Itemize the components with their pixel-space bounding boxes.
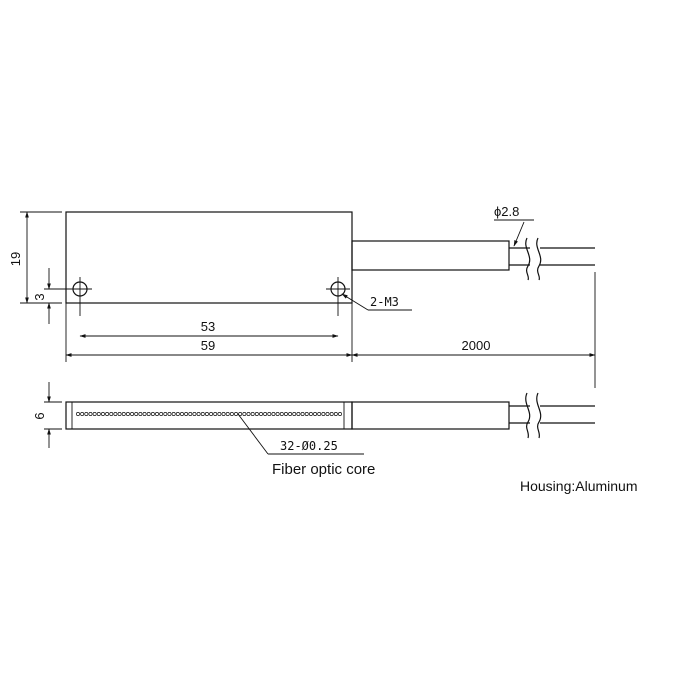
housing-body-side xyxy=(65,401,353,430)
fiber-dot xyxy=(175,412,180,416)
fiber-dot xyxy=(138,412,143,416)
fiber-dot xyxy=(142,412,147,416)
fiber-dot xyxy=(150,412,155,416)
dim-body-length-59: 59 xyxy=(201,338,215,353)
fiber-dot xyxy=(321,412,326,416)
fiber-dot xyxy=(317,412,322,416)
fiber-dot xyxy=(76,412,80,416)
fiber-dot xyxy=(209,412,214,416)
cable-ferrule-side xyxy=(351,401,510,430)
fiber-dot xyxy=(200,412,205,416)
mounting-hole-right xyxy=(326,277,350,316)
fiber-dot xyxy=(96,412,101,416)
side-view: 6 32-Ø0.25 Fiber optic core xyxy=(32,382,595,478)
dim-height-19: 19 xyxy=(8,252,23,266)
fiber-dot xyxy=(296,412,301,416)
fiber-dot xyxy=(325,412,330,416)
fiber-dot xyxy=(217,412,222,416)
label-fiber-core: Fiber optic core xyxy=(272,461,375,478)
label-fiber-count: 32-Ø0.25 xyxy=(280,439,338,453)
fiber-dot xyxy=(288,412,293,416)
top-view: 19 3 53 59 2000 2-M3 ϕ2.8 xyxy=(8,204,596,388)
fiber-dot xyxy=(184,412,189,416)
fiber-dot xyxy=(275,412,280,416)
fiber-dot xyxy=(333,412,338,416)
fiber-dot xyxy=(304,412,309,416)
fiber-dot xyxy=(117,412,122,416)
cable-ferrule-top xyxy=(351,240,510,271)
dim-hole-spacing-53: 53 xyxy=(201,319,215,334)
fiber-dot xyxy=(271,412,276,416)
fiber-dot xyxy=(88,412,93,416)
fiber-dot xyxy=(300,412,305,416)
fiber-dot xyxy=(121,412,126,416)
fiber-dot xyxy=(238,412,243,416)
fiber-dot xyxy=(221,412,226,416)
fiber-dot xyxy=(204,412,209,416)
fiber-dot xyxy=(155,412,159,416)
fiber-dot xyxy=(109,412,114,416)
fiber-dot xyxy=(279,412,284,416)
fiber-dot xyxy=(263,412,268,416)
dim-thickness-6: 6 xyxy=(32,412,47,419)
fiber-dot xyxy=(196,412,201,416)
fiber-dot xyxy=(329,412,334,416)
fiber-dot xyxy=(267,412,272,416)
fiber-dot xyxy=(254,412,259,416)
label-housing-material: Housing:Aluminum xyxy=(520,478,638,494)
fiber-dot xyxy=(225,412,230,416)
fiber-dot xyxy=(100,412,105,416)
fiber-dot xyxy=(313,412,317,416)
fiber-dot xyxy=(338,412,342,416)
fiber-dot xyxy=(146,412,151,416)
fiber-dot xyxy=(246,412,251,416)
mounting-hole-left xyxy=(68,277,92,316)
fiber-dot xyxy=(283,412,288,416)
fiber-dot xyxy=(213,412,218,416)
label-mount-holes: 2-M3 xyxy=(370,295,399,309)
fiber-dot xyxy=(192,412,197,416)
fiber-dot xyxy=(259,412,263,416)
fiber-dot xyxy=(92,412,97,416)
fiber-dot xyxy=(134,412,139,416)
label-cable-diameter: ϕ2.8 xyxy=(494,204,519,219)
fiber-dot xyxy=(80,412,85,416)
cable-break-mark xyxy=(525,237,531,281)
fiber-dot xyxy=(171,412,176,416)
fiber-dot xyxy=(113,412,118,416)
fiber-dot xyxy=(188,412,193,416)
fiber-dot xyxy=(250,412,255,416)
fiber-dot xyxy=(163,412,168,416)
fiber-dot xyxy=(292,412,297,416)
fiber-dot xyxy=(130,412,135,416)
fiber-dot xyxy=(234,412,238,416)
fiber-dot xyxy=(229,412,234,416)
fiber-dot xyxy=(125,412,130,416)
fiber-dot xyxy=(159,412,164,416)
dim-hole-offset-3: 3 xyxy=(32,293,47,300)
dim-cable-length-2000: 2000 xyxy=(462,338,491,353)
fiber-dot xyxy=(180,412,184,416)
fiber-dot xyxy=(105,412,110,416)
fiber-dot xyxy=(242,412,247,416)
housing-body-top xyxy=(65,211,353,304)
fiber-dot xyxy=(167,412,172,416)
fiber-dot xyxy=(308,412,313,416)
fiber-array xyxy=(76,412,342,416)
fiber-dot xyxy=(84,412,89,416)
